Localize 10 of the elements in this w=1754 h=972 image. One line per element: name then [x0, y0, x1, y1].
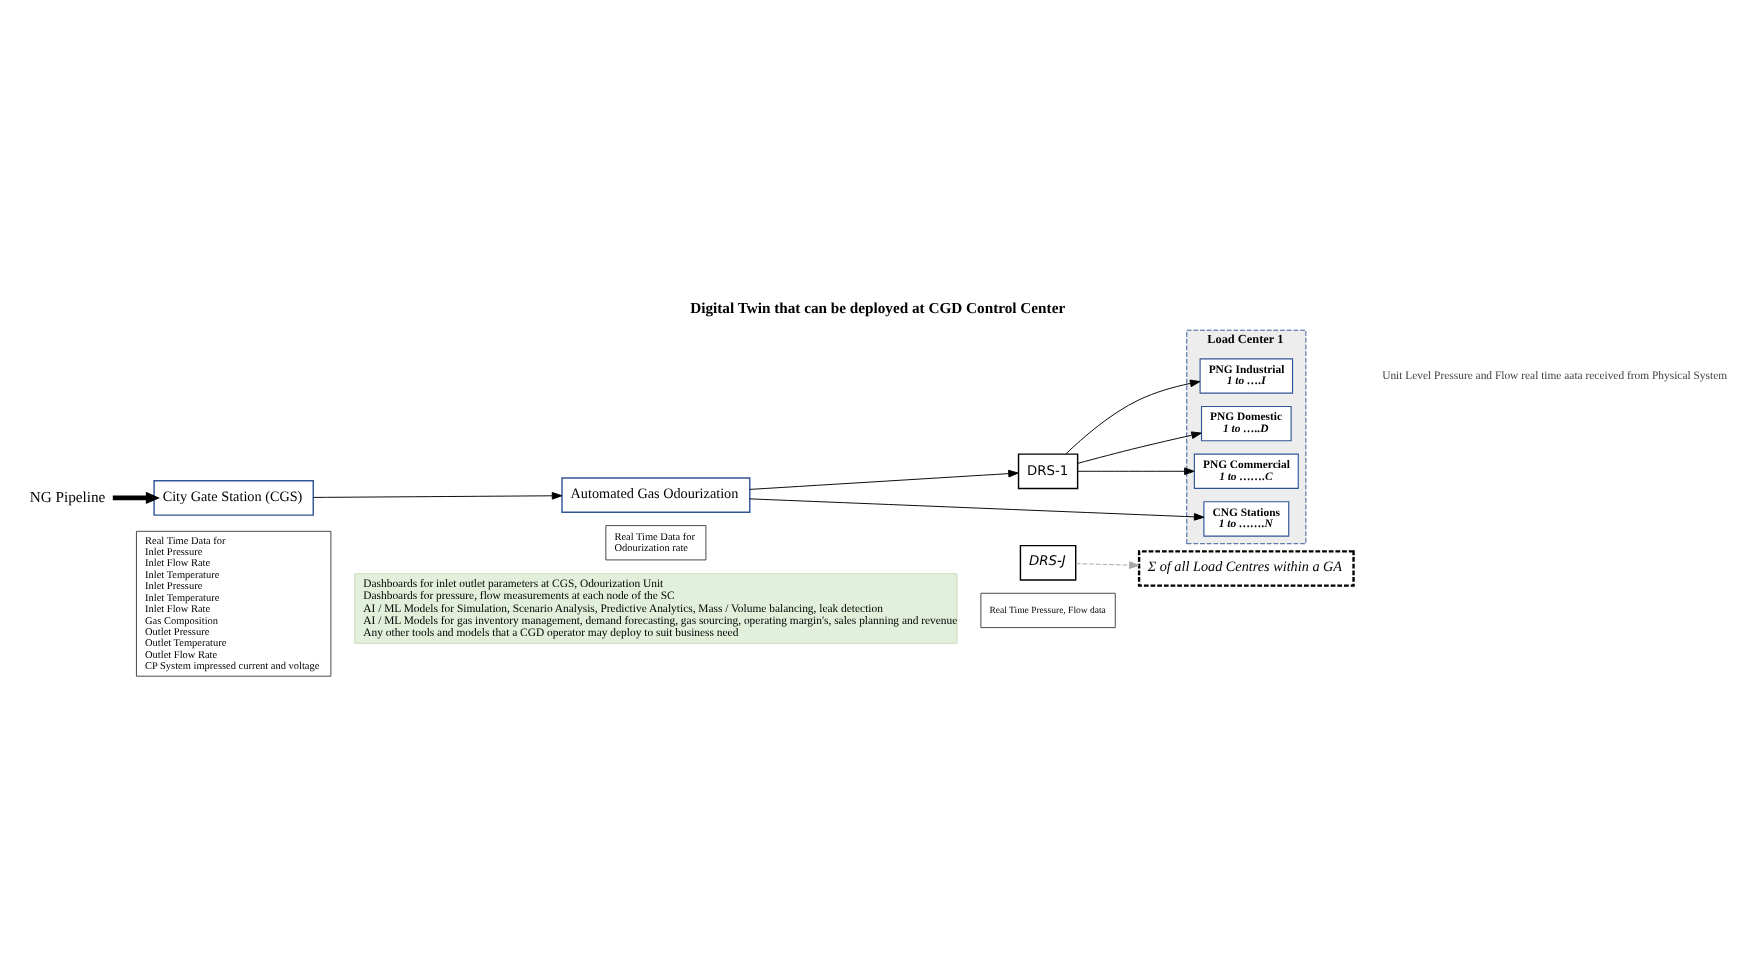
node-text: NG Pipeline	[29, 486, 106, 505]
arrow	[112, 490, 160, 504]
diagram-title: Digital Twin that can be deployed at CGD Control Center	[690, 297, 1066, 316]
arrow	[312, 491, 563, 499]
arrow	[749, 497, 1205, 520]
arrow	[1065, 378, 1201, 454]
arrow	[1077, 430, 1202, 463]
arrow	[1075, 560, 1140, 568]
arrow	[1077, 466, 1195, 475]
arrow	[749, 468, 1019, 489]
